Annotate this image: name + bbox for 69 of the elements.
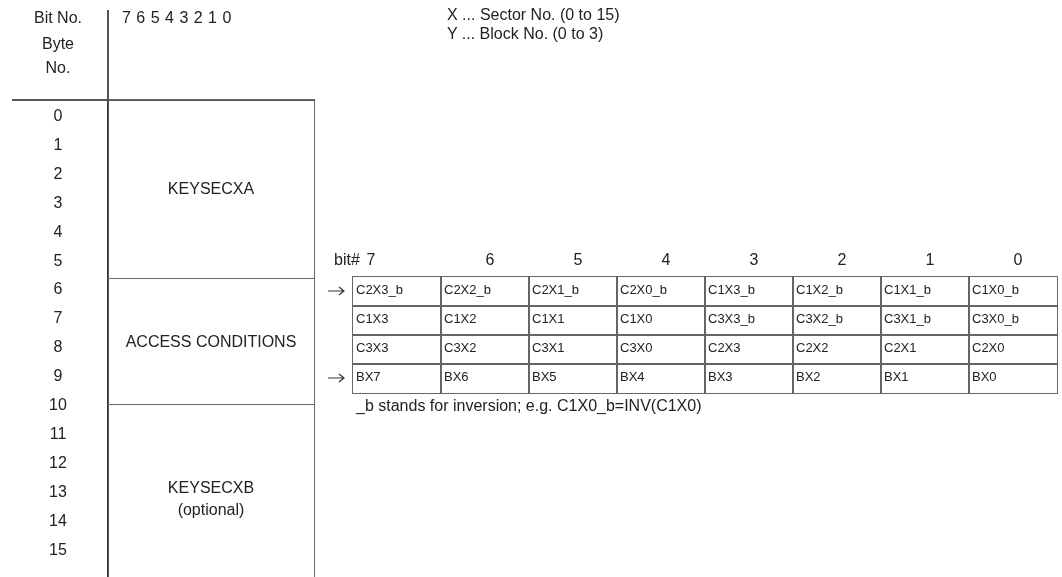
byte-number: 5	[52, 250, 64, 270]
footnote: _b stands for inversion; e.g. C1X0_b=INV(C1X0)	[356, 396, 702, 415]
bit-number: 2	[836, 250, 848, 269]
byte-number: 12	[48, 452, 68, 472]
table-cell: BX0	[968, 363, 1058, 394]
bit-header: bit#	[334, 250, 360, 269]
bit-number: 1	[924, 250, 936, 269]
memory-block	[107, 278, 315, 405]
table-cell: C3X1_b	[880, 305, 970, 336]
legend-note: X ... Sector No. (0 to 15)	[447, 5, 620, 24]
table-cell: C3X0	[616, 334, 706, 365]
bit-number: 5	[572, 250, 584, 269]
block-label: KEYSECXA	[167, 179, 255, 199]
table-cell: BX7	[352, 363, 442, 394]
byte-number: 14	[48, 510, 68, 530]
table-cell: C1X3	[352, 305, 442, 336]
table-cell: C1X0_b	[968, 276, 1058, 307]
byte-number: 3	[52, 192, 64, 212]
table-cell: C2X1	[880, 334, 970, 365]
byte-number: 8	[52, 337, 64, 357]
table-cell: C2X1_b	[528, 276, 618, 307]
table-cell: BX5	[528, 363, 618, 394]
byte-number: 1	[52, 134, 64, 154]
bit-number: 0	[1012, 250, 1024, 269]
byte-number: 15	[48, 539, 68, 559]
memory-block	[107, 99, 315, 279]
table-cell: BX3	[704, 363, 794, 394]
table-cell: BX1	[880, 363, 970, 394]
column-header: Byte No.	[41, 34, 75, 78]
table-cell: C3X1	[528, 334, 618, 365]
table-cell: C3X2	[440, 334, 530, 365]
table-cell: C2X2_b	[440, 276, 530, 307]
bit-number: 4	[660, 250, 672, 269]
memory-block	[107, 404, 315, 577]
block-label: ACCESS CONDITIONS	[125, 331, 297, 352]
byte-number: 6	[52, 279, 64, 299]
table-cell: C1X0	[616, 305, 706, 336]
table-cell: BX6	[440, 363, 530, 394]
table-cell: C1X2_b	[792, 276, 882, 307]
byte-number: 10	[48, 395, 68, 414]
byte-number: 7	[52, 308, 64, 328]
block-label: KEYSECXB	[167, 478, 255, 498]
byte-number: 9	[52, 366, 64, 386]
byte-number: 13	[48, 481, 68, 501]
table-cell: C2X3	[704, 334, 794, 365]
block-label: (optional)	[177, 500, 245, 520]
table-cell: BX2	[792, 363, 882, 394]
byte-number: 2	[52, 163, 64, 183]
column-header: Bit No.	[33, 8, 83, 27]
table-cell: C3X2_b	[792, 305, 882, 336]
table-cell: C1X3_b	[704, 276, 794, 307]
bit-numbers: 7 6 5 4 3 2 1 0	[122, 8, 232, 27]
table-cell: C3X0_b	[968, 305, 1058, 336]
table-cell: C1X2	[440, 305, 530, 336]
byte-number: 11	[48, 423, 68, 443]
table-cell: C2X2	[792, 334, 882, 365]
table-cell: C2X0	[968, 334, 1058, 365]
table-cell: C2X0_b	[616, 276, 706, 307]
table-cell: C3X3_b	[704, 305, 794, 336]
table-cell: C3X3	[352, 334, 442, 365]
table-cell: C1X1	[528, 305, 618, 336]
legend-note: Y ... Block No. (0 to 3)	[447, 24, 604, 43]
table-cell: C1X1_b	[880, 276, 970, 307]
byte-number: 4	[52, 221, 64, 241]
table-cell: BX4	[616, 363, 706, 394]
bit-number: 3	[748, 250, 760, 269]
table-cell: C2X3_b	[352, 276, 442, 307]
bit-number: 6	[484, 250, 496, 269]
byte-number: 0	[52, 106, 64, 125]
